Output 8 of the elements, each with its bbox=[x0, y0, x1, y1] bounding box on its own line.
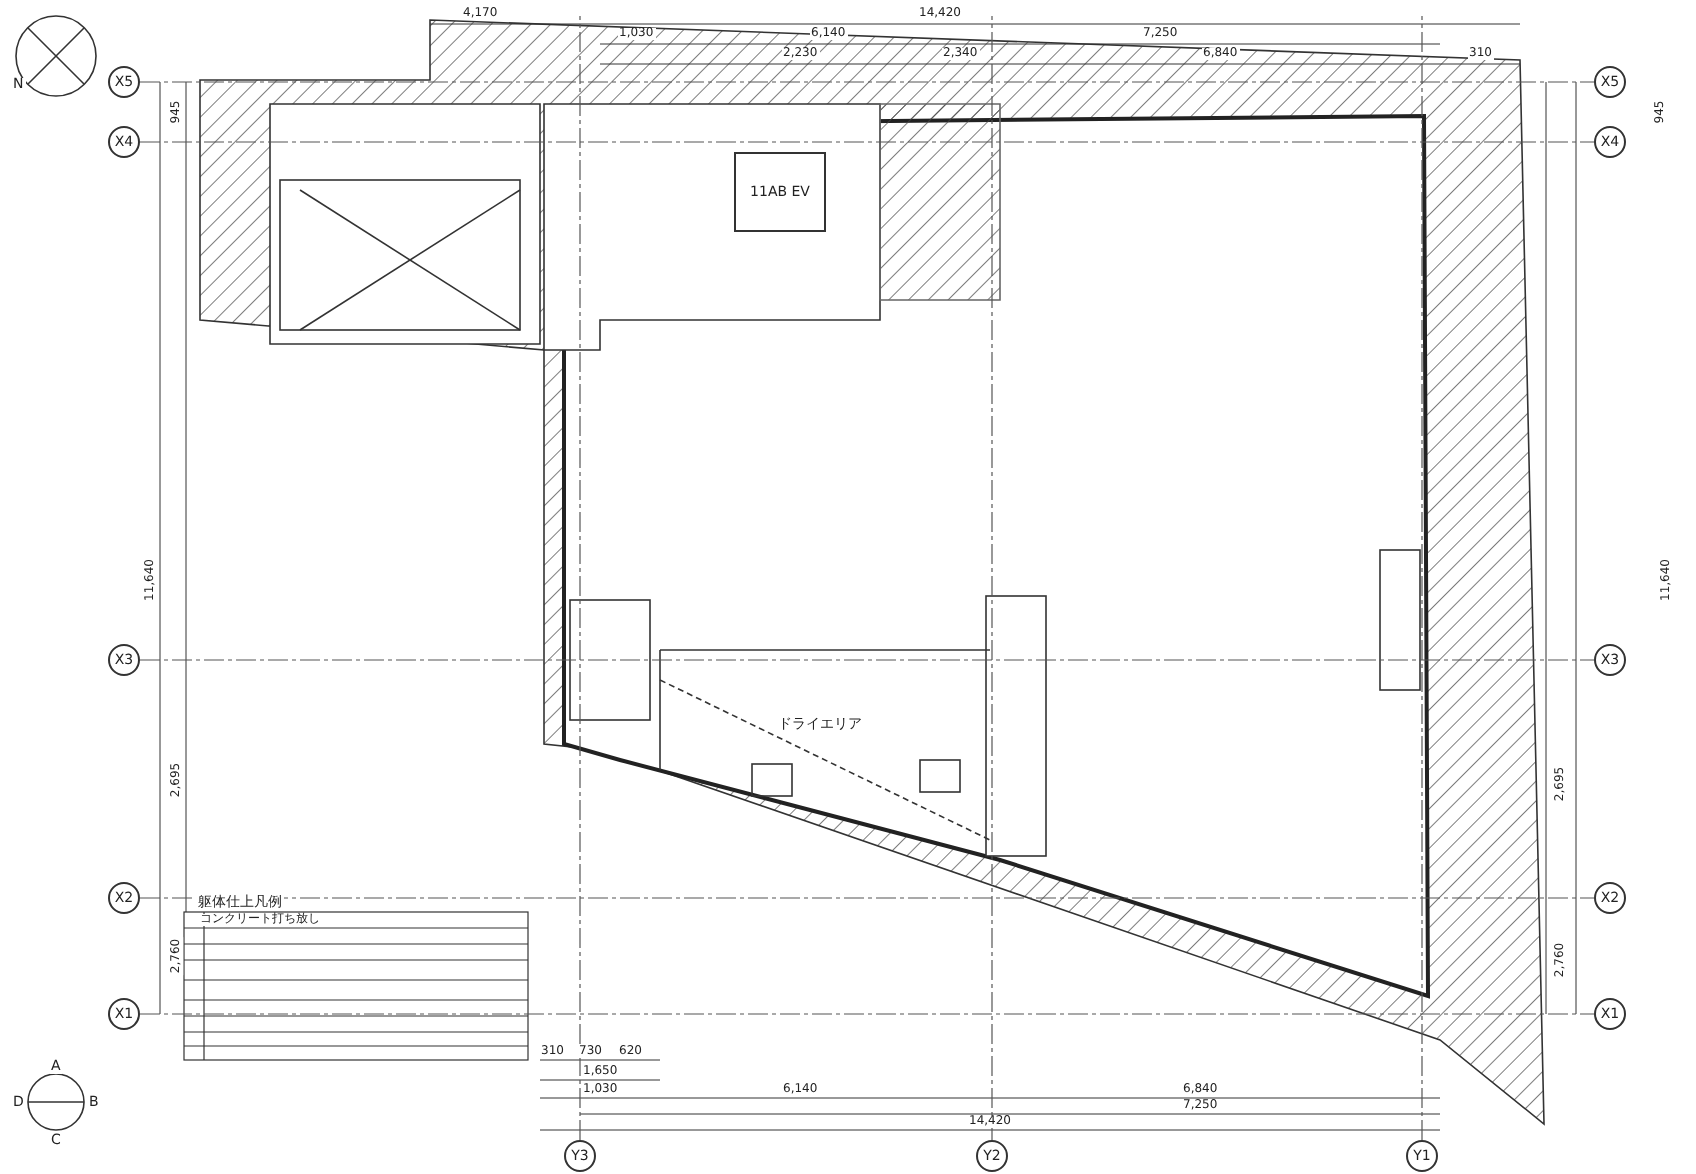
grid-line bbox=[139, 141, 1595, 143]
grid-line bbox=[991, 15, 993, 1141]
grid-line bbox=[1421, 15, 1423, 1141]
grid-line bbox=[139, 1013, 1595, 1015]
grid-line bbox=[579, 15, 581, 1141]
grid-line bbox=[139, 659, 1595, 661]
grid-line bbox=[139, 897, 1595, 899]
grid-line bbox=[139, 81, 1595, 83]
